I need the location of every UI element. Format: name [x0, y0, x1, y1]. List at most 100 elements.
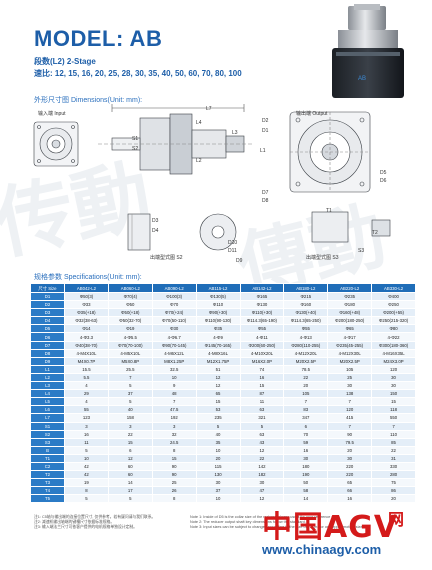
- table-cell: 40: [195, 429, 241, 439]
- table-cell: 7: [151, 397, 197, 407]
- table-cell: 15.5: [64, 364, 109, 374]
- row-header: D1: [30, 291, 65, 302]
- table-cell: 17: [107, 486, 153, 496]
- table-cell: Φ165: [239, 291, 285, 302]
- table-cell: 10: [195, 445, 241, 455]
- table-cell: 15: [151, 453, 197, 463]
- dim-label-d7: D7: [262, 190, 269, 196]
- table-cell: 12: [239, 445, 285, 455]
- table-cell: M24X3.0P: [371, 356, 416, 366]
- table-cell: Φ250: [371, 300, 416, 310]
- dim-label-d10: D10: [228, 240, 238, 246]
- table-cell: 220: [327, 461, 373, 472]
- notes-english: Note 1: Inside of D5 is the collar size …: [190, 515, 390, 530]
- table-cell: Φ250(215-320): [371, 316, 416, 326]
- table-cell: M20X2.5P: [327, 356, 373, 366]
- table-cell: M4X0.7P: [64, 356, 109, 366]
- table-cell: 7: [107, 372, 153, 383]
- row-header: D4: [30, 316, 65, 326]
- row-header: L3: [30, 381, 65, 391]
- table-cell: 31: [371, 453, 416, 463]
- table-cell: 7: [371, 421, 416, 431]
- column-header: AB060-L2: [107, 283, 153, 293]
- dim-label-l7: L7: [206, 106, 212, 112]
- table-cell: 14: [107, 478, 153, 488]
- column-header: 尺寸 Size: [30, 283, 65, 293]
- output-end-label: 输出端 Output: [296, 111, 328, 117]
- table-cell: 20: [327, 445, 373, 455]
- dim-label-l1: L1: [260, 148, 266, 154]
- table-cell: 32: [151, 429, 197, 439]
- table-cell: 4-Φ3.3: [64, 332, 109, 342]
- table-cell: 30: [371, 372, 416, 383]
- table-cell: 4-Φ11: [239, 332, 285, 342]
- table-cell: 50: [283, 478, 329, 488]
- side-view: [98, 104, 254, 175]
- table-cell: 4-Φ6.7: [151, 332, 197, 342]
- table-cell: 118: [371, 405, 416, 415]
- table-cell: 20: [283, 381, 329, 391]
- dim-label-d5: D5: [380, 170, 387, 176]
- table-cell: 16: [64, 429, 109, 439]
- table-cell: 321: [239, 413, 285, 423]
- table-cell: 150: [371, 389, 416, 399]
- table-cell: 83: [283, 405, 329, 415]
- table-cell: 40: [107, 405, 153, 415]
- table-cell: Φ400: [371, 291, 416, 302]
- table-cell: 25: [151, 478, 197, 488]
- table-cell: Φ215: [283, 291, 329, 302]
- dimension-drawing: [33, 104, 391, 251]
- table-cell: 158: [107, 413, 153, 423]
- stage-line: 段数(L2) 2-Stage: [34, 57, 96, 66]
- table-cell: 10: [151, 372, 197, 383]
- table-cell: Φ160(+48): [327, 308, 373, 318]
- table-cell: 63: [239, 405, 285, 415]
- table-cell: 5: [195, 421, 241, 431]
- table-cell: Φ90(+30): [195, 308, 241, 318]
- table-cell: 12: [195, 372, 241, 383]
- table-cell: Φ65: [327, 324, 373, 334]
- row-header: D2: [30, 300, 65, 310]
- table-cell: 24.5: [151, 437, 197, 447]
- table-cell: 3: [151, 421, 197, 431]
- table-cell: Φ55: [239, 324, 285, 334]
- table-cell: 8: [151, 445, 197, 455]
- table-cell: 9: [151, 381, 197, 391]
- row-header: L2: [30, 372, 65, 383]
- table-cell: 15: [195, 397, 241, 407]
- table-cell: 115: [195, 461, 241, 472]
- table-cell: 70: [283, 429, 329, 439]
- dim-label-l3: L3: [232, 130, 238, 136]
- row-header: T5: [30, 494, 65, 504]
- row-header: L4: [30, 389, 65, 399]
- table-cell: 25.5: [107, 364, 153, 374]
- dim-label-t1: T1: [326, 208, 332, 214]
- table-cell: Φ130(5): [195, 291, 241, 302]
- column-header: AB220-L2: [327, 283, 373, 293]
- table-cell: 43: [239, 437, 285, 447]
- dim-label-s3: S3: [358, 248, 365, 254]
- row-header: L6: [30, 405, 65, 415]
- detail-label-s3: 出端型式图 S3: [306, 255, 339, 261]
- dim-label-d8: D8: [262, 198, 269, 204]
- specifications-title: 规格参数 Specifications(Unit: mm):: [34, 274, 142, 281]
- table-cell: 5: [107, 397, 153, 407]
- table-cell: 4: [64, 397, 109, 407]
- row-header: B: [30, 445, 65, 455]
- table-cell: M20X2.5P: [283, 356, 329, 366]
- table-cell: Φ200(60-250): [239, 340, 285, 350]
- row-header: D7: [30, 340, 65, 350]
- note-line: 注3: 输入端法兰尺寸可依客户提供的电机规格单独设计定制。: [34, 525, 137, 529]
- ratio-line: 速比: 12, 15, 16, 20, 25, 28, 30, 35, 40, …: [34, 69, 242, 78]
- row-header: D5: [30, 324, 65, 334]
